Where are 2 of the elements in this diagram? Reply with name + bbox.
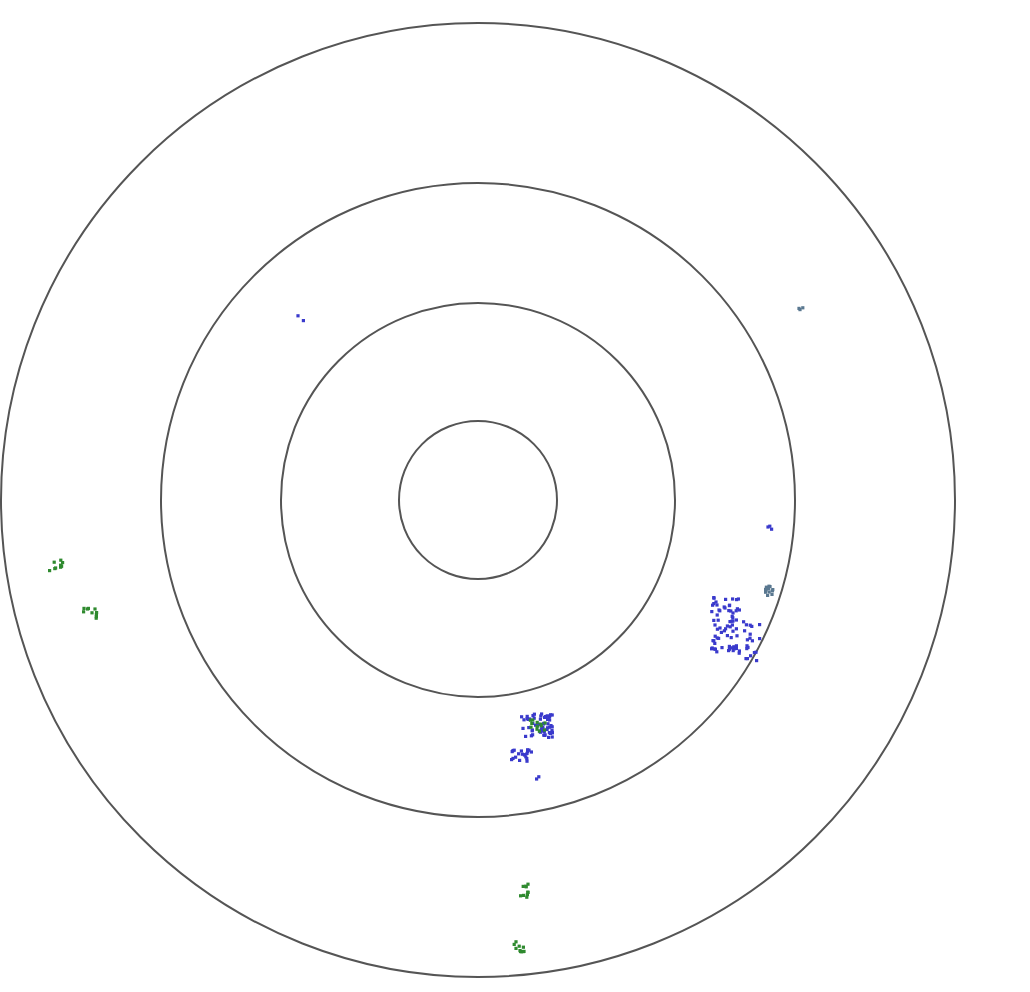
range-ring — [280, 302, 676, 698]
range-ring — [398, 420, 558, 580]
